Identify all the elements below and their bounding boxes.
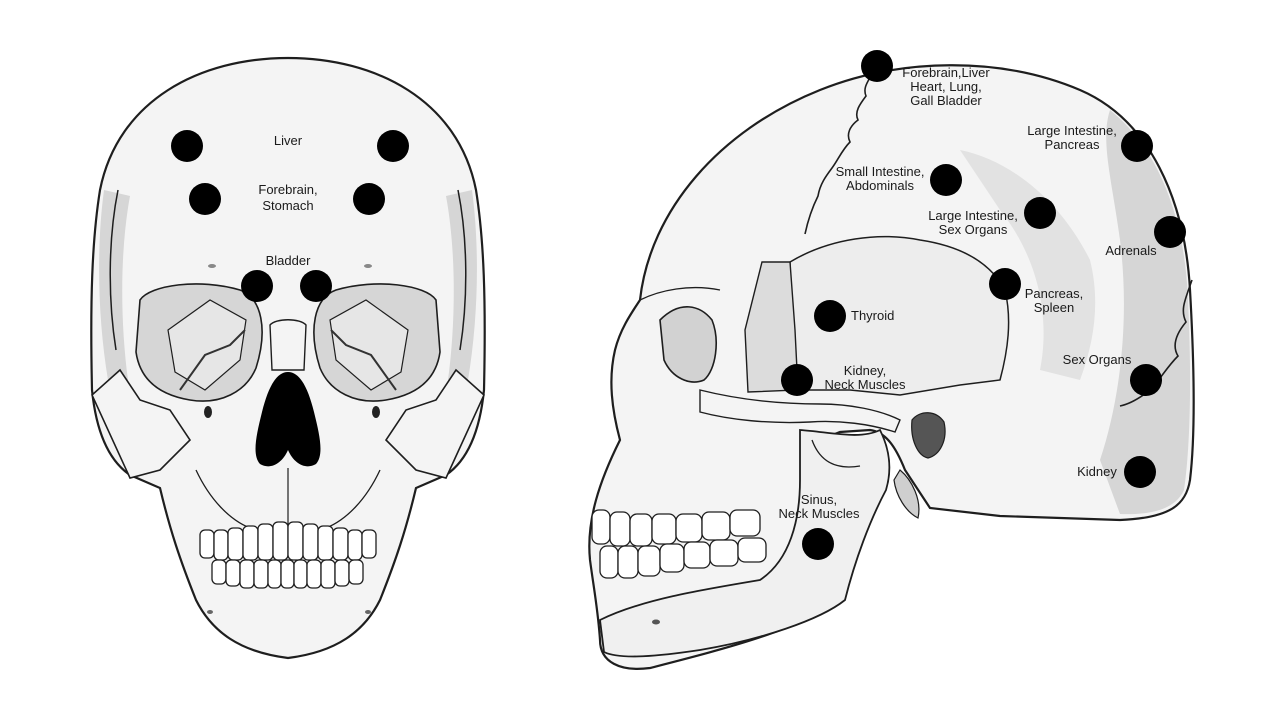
front-lower-teeth bbox=[212, 560, 363, 588]
label-large-intestine-pancreas-line1: Large Intestine, bbox=[1027, 123, 1117, 138]
front-mental-foramen-right bbox=[365, 610, 371, 614]
label-forebrain-stomach-line1: Forebrain, bbox=[258, 182, 317, 197]
label-pancreas-spleen-line1: Pancreas, bbox=[1025, 286, 1084, 301]
front-marker-forebrain-left bbox=[189, 183, 221, 215]
label-kidney-neck-line1: Kidney, bbox=[844, 363, 886, 378]
label-liver: Liver bbox=[274, 133, 303, 148]
side-skull bbox=[589, 65, 1193, 669]
label-forebrain-liver-line1: Forebrain,Liver bbox=[902, 65, 990, 80]
label-sinus-neck-line1: Sinus, bbox=[801, 492, 837, 507]
side-marker-forebrain-liver bbox=[861, 50, 893, 82]
side-mental-foramen bbox=[652, 620, 660, 625]
front-marker-bladder-left bbox=[241, 270, 273, 302]
label-large-intestine-sex-line1: Large Intestine, bbox=[928, 208, 1018, 223]
front-skull bbox=[91, 58, 484, 658]
label-thyroid: Thyroid bbox=[851, 308, 894, 323]
front-marker-liver-right bbox=[377, 130, 409, 162]
side-marker-sinus-neck bbox=[802, 528, 834, 560]
label-large-intestine-pancreas-line2: Pancreas bbox=[1045, 137, 1100, 152]
label-kidney: Kidney bbox=[1077, 464, 1117, 479]
label-sex-organs: Sex Organs bbox=[1063, 352, 1132, 367]
side-marker-kidney bbox=[1124, 456, 1156, 488]
label-forebrain-liver-line3: Gall Bladder bbox=[910, 93, 982, 108]
front-left-supraorbital bbox=[208, 264, 216, 268]
label-small-intestine-line1: Small Intestine, bbox=[836, 164, 925, 179]
side-marker-kidney-neck bbox=[781, 364, 813, 396]
side-marker-adrenals bbox=[1154, 216, 1186, 248]
label-sinus-neck-line2: Neck Muscles bbox=[779, 506, 860, 521]
side-marker-large-intestine-pancreas bbox=[1121, 130, 1153, 162]
label-forebrain-stomach-line2: Stomach bbox=[262, 198, 313, 213]
side-marker-sex-organs bbox=[1130, 364, 1162, 396]
side-marker-large-intestine-sex bbox=[1024, 197, 1056, 229]
label-bladder: Bladder bbox=[266, 253, 311, 268]
label-adrenals: Adrenals bbox=[1105, 243, 1157, 258]
front-marker-liver-left bbox=[171, 130, 203, 162]
label-forebrain-liver-line2: Heart, Lung, bbox=[910, 79, 982, 94]
label-small-intestine-line2: Abdominals bbox=[846, 178, 914, 193]
label-pancreas-spleen-line2: Spleen bbox=[1034, 300, 1074, 315]
front-marker-forebrain-right bbox=[353, 183, 385, 215]
front-nasal-bridge bbox=[270, 320, 306, 370]
front-right-supraorbital bbox=[364, 264, 372, 268]
label-large-intestine-sex-line2: Sex Organs bbox=[939, 222, 1008, 237]
side-marker-pancreas-spleen bbox=[989, 268, 1021, 300]
front-left-foramen bbox=[204, 406, 212, 418]
front-right-foramen bbox=[372, 406, 380, 418]
side-marker-small-intestine bbox=[930, 164, 962, 196]
front-mental-foramen-left bbox=[207, 610, 213, 614]
front-marker-bladder-right bbox=[300, 270, 332, 302]
side-marker-thyroid bbox=[814, 300, 846, 332]
label-kidney-neck-line2: Neck Muscles bbox=[825, 377, 906, 392]
